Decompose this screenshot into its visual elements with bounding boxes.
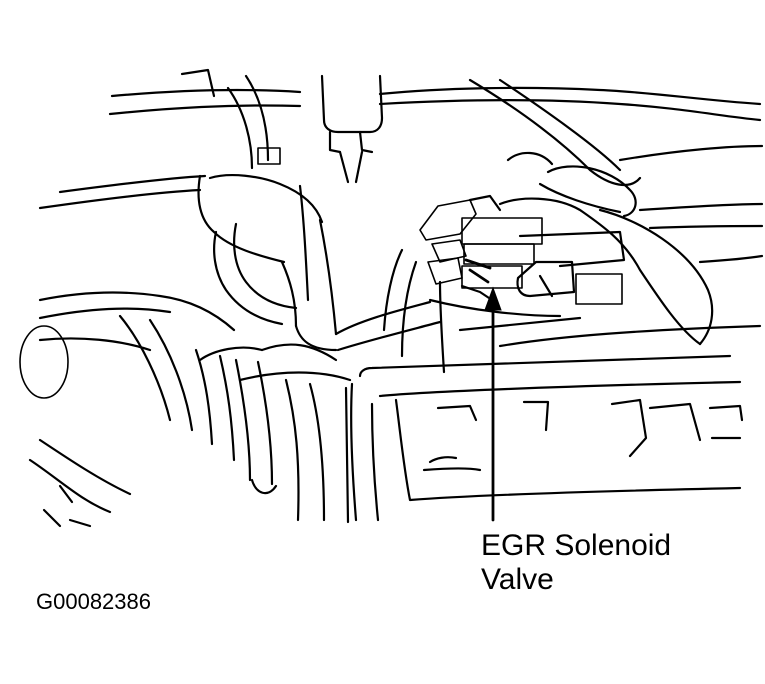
lower-left-harness bbox=[19, 291, 352, 528]
callout-arrow bbox=[484, 286, 502, 522]
egr-solenoid-cluster bbox=[382, 194, 626, 374]
lower-right-cover bbox=[350, 298, 762, 522]
upper-left-hose bbox=[180, 68, 281, 170]
callout-line-1: EGR Solenoid bbox=[481, 529, 672, 562]
upper-right-hoses bbox=[468, 78, 714, 346]
egr-solenoid-valve-label: EGR Solenoid Valve bbox=[481, 529, 671, 597]
upper-body-lines bbox=[38, 86, 764, 264]
top-connector bbox=[320, 74, 384, 184]
callout-line-2: Valve bbox=[481, 563, 554, 596]
figure-id: G00082386 bbox=[36, 589, 151, 614]
left-hose-assembly bbox=[197, 174, 442, 352]
